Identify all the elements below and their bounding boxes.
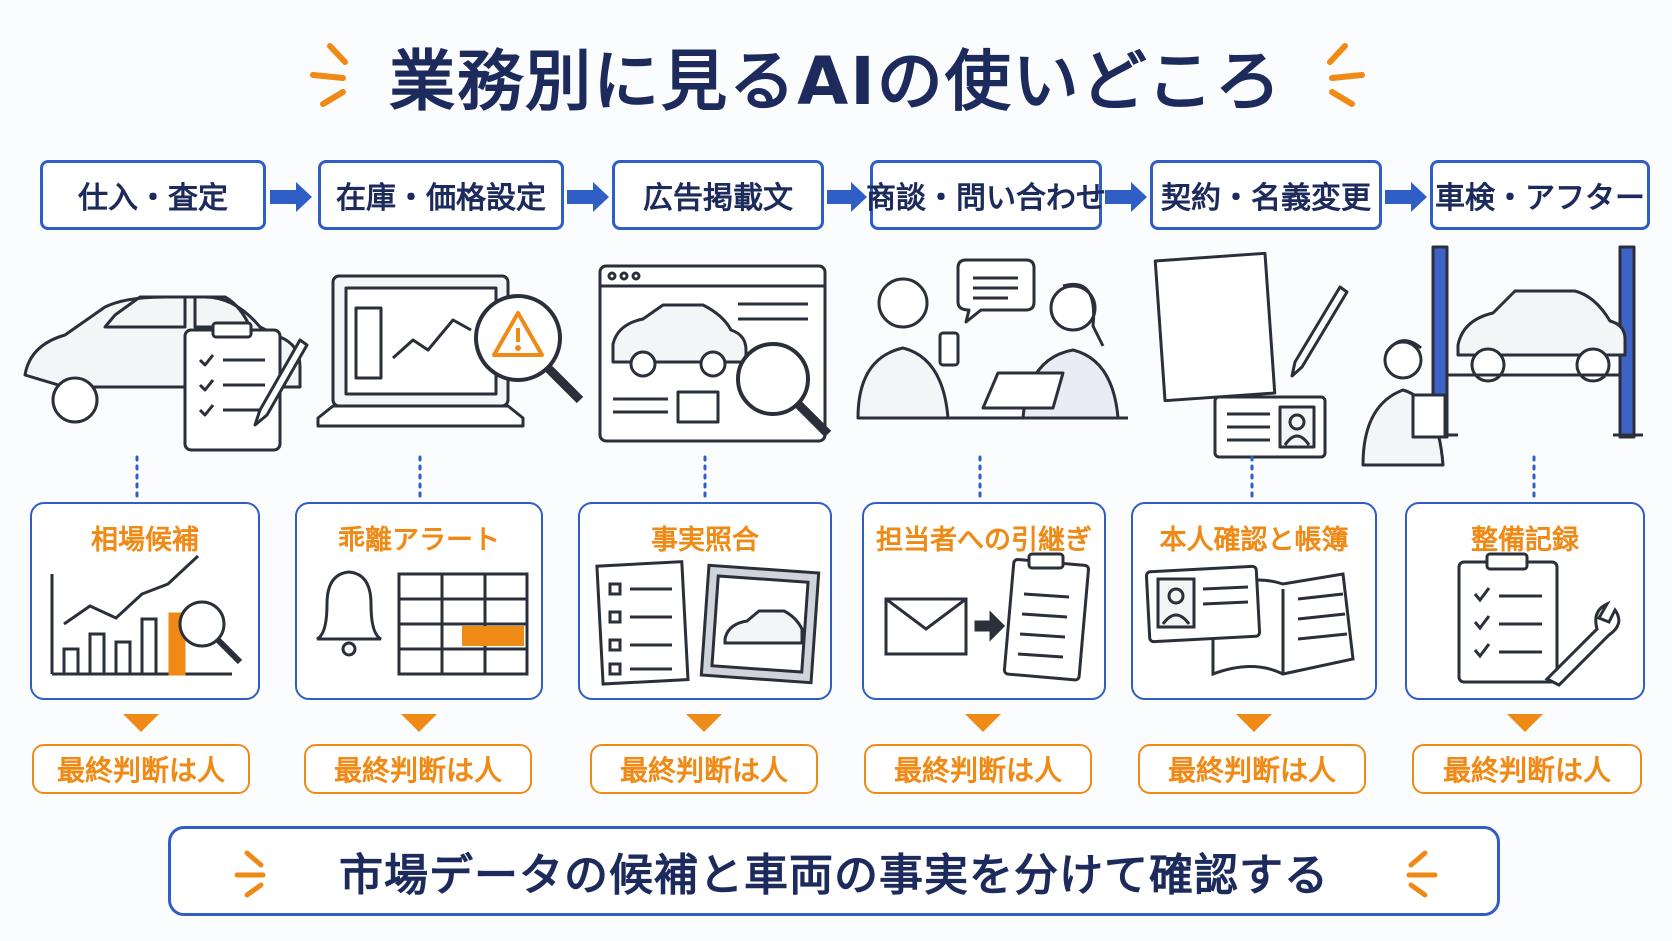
triangle-down-icon (965, 714, 1001, 732)
card-title: 担当者への引継ぎ (876, 525, 1092, 556)
stage-ad-copy: 広告掲載文 (612, 160, 824, 230)
stage-negotiation-inquiry: 商談・問い合わせ (866, 160, 1106, 230)
car-lift-mechanic-illustration (1361, 245, 1643, 467)
arrow-right-icon (567, 182, 609, 212)
final-judgment-badge: 最終判断は人 (864, 744, 1092, 794)
title-sparkle-left-icon (310, 43, 348, 107)
down-triangles (123, 714, 1543, 732)
stage-inventory-pricing: 在庫・価格設定 (318, 160, 564, 230)
page-title: 業務別に見るAIの使いどころ (389, 43, 1283, 120)
mail-clipboard-icon (884, 552, 1090, 682)
stage-inspection-after: 車検・アフター (1430, 160, 1650, 230)
dotted-connectors (135, 455, 1536, 501)
ai-card-deviation-alert: 乖離アラート (295, 502, 543, 700)
web-ad-magnifier-illustration (598, 264, 832, 443)
consultation-illustration (856, 258, 1128, 420)
triangle-down-icon (401, 714, 437, 732)
card-title: 乖離アラート (338, 525, 500, 556)
ai-card-fact-check: 事実照合 (578, 502, 832, 700)
document-id-illustration (1153, 251, 1349, 459)
car-clipboard-illustration (23, 295, 309, 452)
summary-text: 市場データの候補と車両の事実を分けて確認する (339, 850, 1329, 901)
final-judgment-badge: 最終判断は人 (304, 744, 532, 794)
arrow-right-icon (1105, 182, 1147, 212)
arrow-right-icon (827, 182, 867, 212)
final-judgment-badge: 最終判断は人 (32, 744, 250, 794)
flow-arrows (270, 182, 1427, 212)
final-judgment-badge: 最終判断は人 (590, 744, 818, 794)
final-judgment-badge: 最終判断は人 (1412, 744, 1642, 794)
bar-chart-magnifier-icon (50, 554, 243, 676)
triangle-down-icon (1236, 714, 1272, 732)
bell-table-icon (316, 570, 529, 676)
arrow-right-icon (270, 182, 312, 212)
card-title: 本人確認と帳簿 (1159, 525, 1349, 556)
ai-card-identity-ledger: 本人確認と帳簿 (1131, 502, 1377, 700)
ai-card-maintenance-record: 整備記録 (1405, 502, 1645, 700)
triangle-down-icon (686, 714, 722, 732)
final-judgment-badge: 最終判断は人 (1138, 744, 1366, 794)
summary-sparkle-left-icon (234, 850, 266, 898)
card-title: 事実照合 (651, 525, 759, 556)
summary-sparkle-right-icon (1406, 850, 1438, 898)
id-card-ledger-icon (1144, 564, 1355, 677)
checklist-photo-icon (595, 560, 821, 686)
arrow-right-icon (1385, 182, 1427, 212)
clipboard-wrench-icon (1457, 552, 1621, 687)
card-title: 整備記録 (1471, 525, 1579, 556)
title-sparkle-right-icon (1327, 43, 1365, 107)
ai-card-handoff: 担当者への引継ぎ (862, 502, 1106, 700)
triangle-down-icon (123, 714, 159, 732)
ai-card-market-candidates: 相場候補 (30, 502, 260, 700)
laptop-warning-illustration (316, 274, 584, 428)
stage-purchase-appraisal: 仕入・査定 (40, 160, 266, 230)
stage-contract-transfer: 契約・名義変更 (1150, 160, 1382, 230)
triangle-down-icon (1507, 714, 1543, 732)
card-title: 相場候補 (91, 525, 199, 556)
summary-banner: 市場データの候補と車両の事実を分けて確認する (168, 826, 1500, 916)
